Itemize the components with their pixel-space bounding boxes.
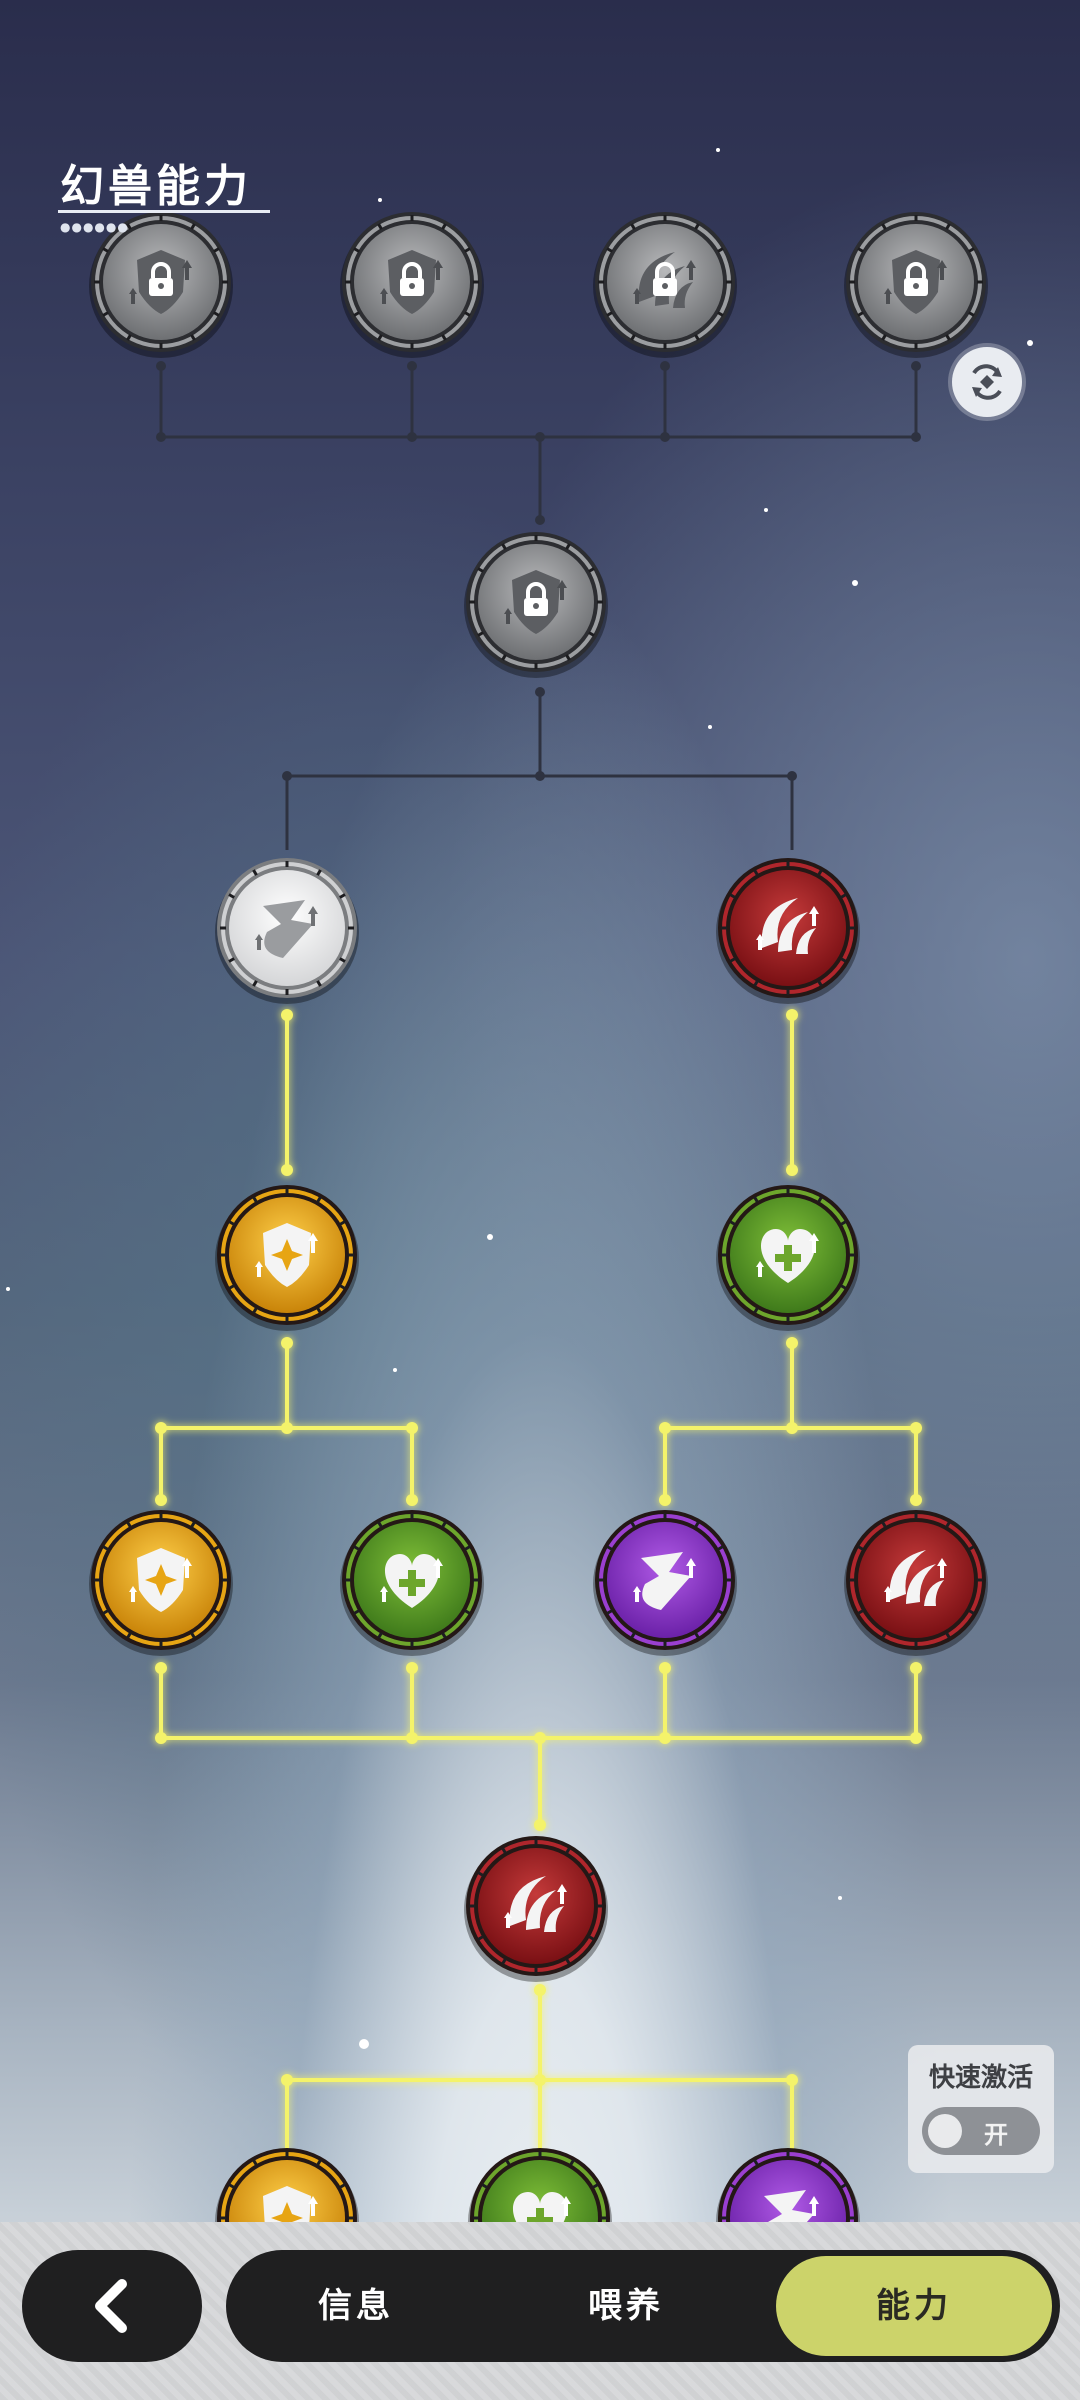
toggle-state-label: 开: [984, 2121, 1008, 2149]
shield-star-up-icon: [255, 1223, 318, 1287]
ability-node-n12[interactable]: [593, 1510, 737, 1656]
shield-star-up-icon: [129, 1548, 192, 1612]
back-arrow-icon: [95, 2279, 127, 2333]
refresh-icon: [972, 364, 1002, 400]
toggle-knob: [928, 2114, 962, 2148]
claw-up-icon: [756, 898, 819, 954]
wing-up-icon: [633, 1552, 696, 1610]
reset-refresh-button[interactable]: [952, 347, 1022, 417]
ability-node-n10[interactable]: [89, 1510, 233, 1656]
ability-node-n14[interactable]: [464, 1836, 608, 1982]
quick-activate-label: 快速激活: [928, 2063, 1033, 2093]
ability-node-n17[interactable]: [716, 2148, 860, 2222]
ability-node-n4[interactable]: [844, 212, 988, 358]
tab-bar: 信息 喂养 能力: [226, 2250, 1060, 2362]
ability-node-n5[interactable]: [464, 532, 608, 678]
quick-activate-toggle[interactable]: 开: [922, 2107, 1040, 2155]
heart-plus-up-icon: [380, 1554, 443, 1608]
ability-node-n8[interactable]: [215, 1185, 359, 1331]
active-connectors: [155, 1009, 922, 2150]
wing-up-icon: [764, 2190, 819, 2222]
claw-up-icon: [504, 1876, 567, 1932]
tab-info[interactable]: 信息: [318, 2286, 394, 2326]
ability-node-n13[interactable]: [844, 1510, 988, 1656]
ability-node-n16[interactable]: [468, 2148, 612, 2222]
ability-node-n15[interactable]: [215, 2148, 359, 2222]
ability-node-n3[interactable]: [593, 212, 737, 358]
ability-node-n1[interactable]: [89, 212, 233, 358]
wing-up-icon: [255, 900, 318, 958]
ability-node-n2[interactable]: [340, 212, 484, 358]
ability-node-n7[interactable]: [716, 858, 860, 1004]
lock-icon: [653, 262, 677, 296]
inactive-connectors: [156, 361, 921, 850]
heart-plus-up-icon: [756, 1229, 819, 1283]
heart-plus-up-icon: [513, 2192, 571, 2222]
lock-icon: [904, 262, 928, 296]
ability-node-n11[interactable]: [340, 1510, 484, 1656]
tab-feed[interactable]: 喂养: [588, 2286, 664, 2326]
page-title: 幻兽能力: [60, 161, 252, 212]
quick-activate-panel: 快速激活 开: [908, 2045, 1054, 2173]
ability-tree: [6, 148, 1033, 2150]
sparkles: [6, 148, 1033, 2049]
title-dots: ●●●●●●: [60, 220, 129, 234]
lock-icon: [524, 582, 548, 616]
tab-ability[interactable]: 能力: [776, 2256, 1052, 2356]
lock-icon: [149, 262, 173, 296]
title-underline: [58, 210, 270, 213]
ability-node-n6[interactable]: [215, 858, 359, 1004]
lock-icon: [400, 262, 424, 296]
ability-node-n9[interactable]: [716, 1185, 860, 1331]
claw-up-icon: [884, 1550, 947, 1606]
shield-star-up-icon: [263, 2186, 318, 2222]
back-button[interactable]: [22, 2250, 202, 2362]
